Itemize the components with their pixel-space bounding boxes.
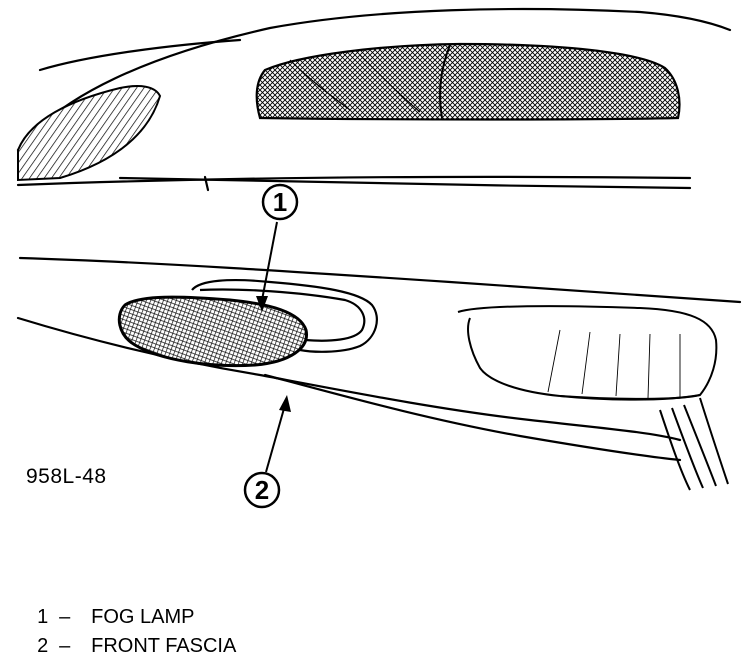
fog-lamp-icon: [117, 295, 308, 368]
legend-number: 1: [37, 606, 49, 628]
legend-item: 2–FRONT FASCIA: [26, 612, 426, 658]
figure-id: 958L-48: [26, 465, 107, 488]
legend-dash: –: [59, 635, 71, 657]
grille-icon: [255, 42, 681, 121]
tire-icon: [659, 397, 729, 491]
headlamp-left-icon: [17, 85, 162, 182]
lower-intake: [457, 305, 718, 401]
legend-item: 1–FOG LAMP: [26, 583, 426, 629]
fog-lamp-opening: [191, 278, 378, 353]
fog-lamp-diagram: 1 2: [16, 7, 742, 509]
callout-2: 2: [243, 395, 291, 509]
legend-number: 2: [37, 635, 49, 657]
legend-label: FOG LAMP: [91, 606, 195, 628]
callout-1: 1: [256, 183, 299, 312]
legend-dash: –: [59, 606, 71, 628]
vehicle-body: [16, 7, 742, 462]
callout-1-number: 1: [273, 187, 287, 217]
legend-label: FRONT FASCIA: [91, 635, 237, 657]
callout-2-number: 2: [255, 475, 269, 505]
